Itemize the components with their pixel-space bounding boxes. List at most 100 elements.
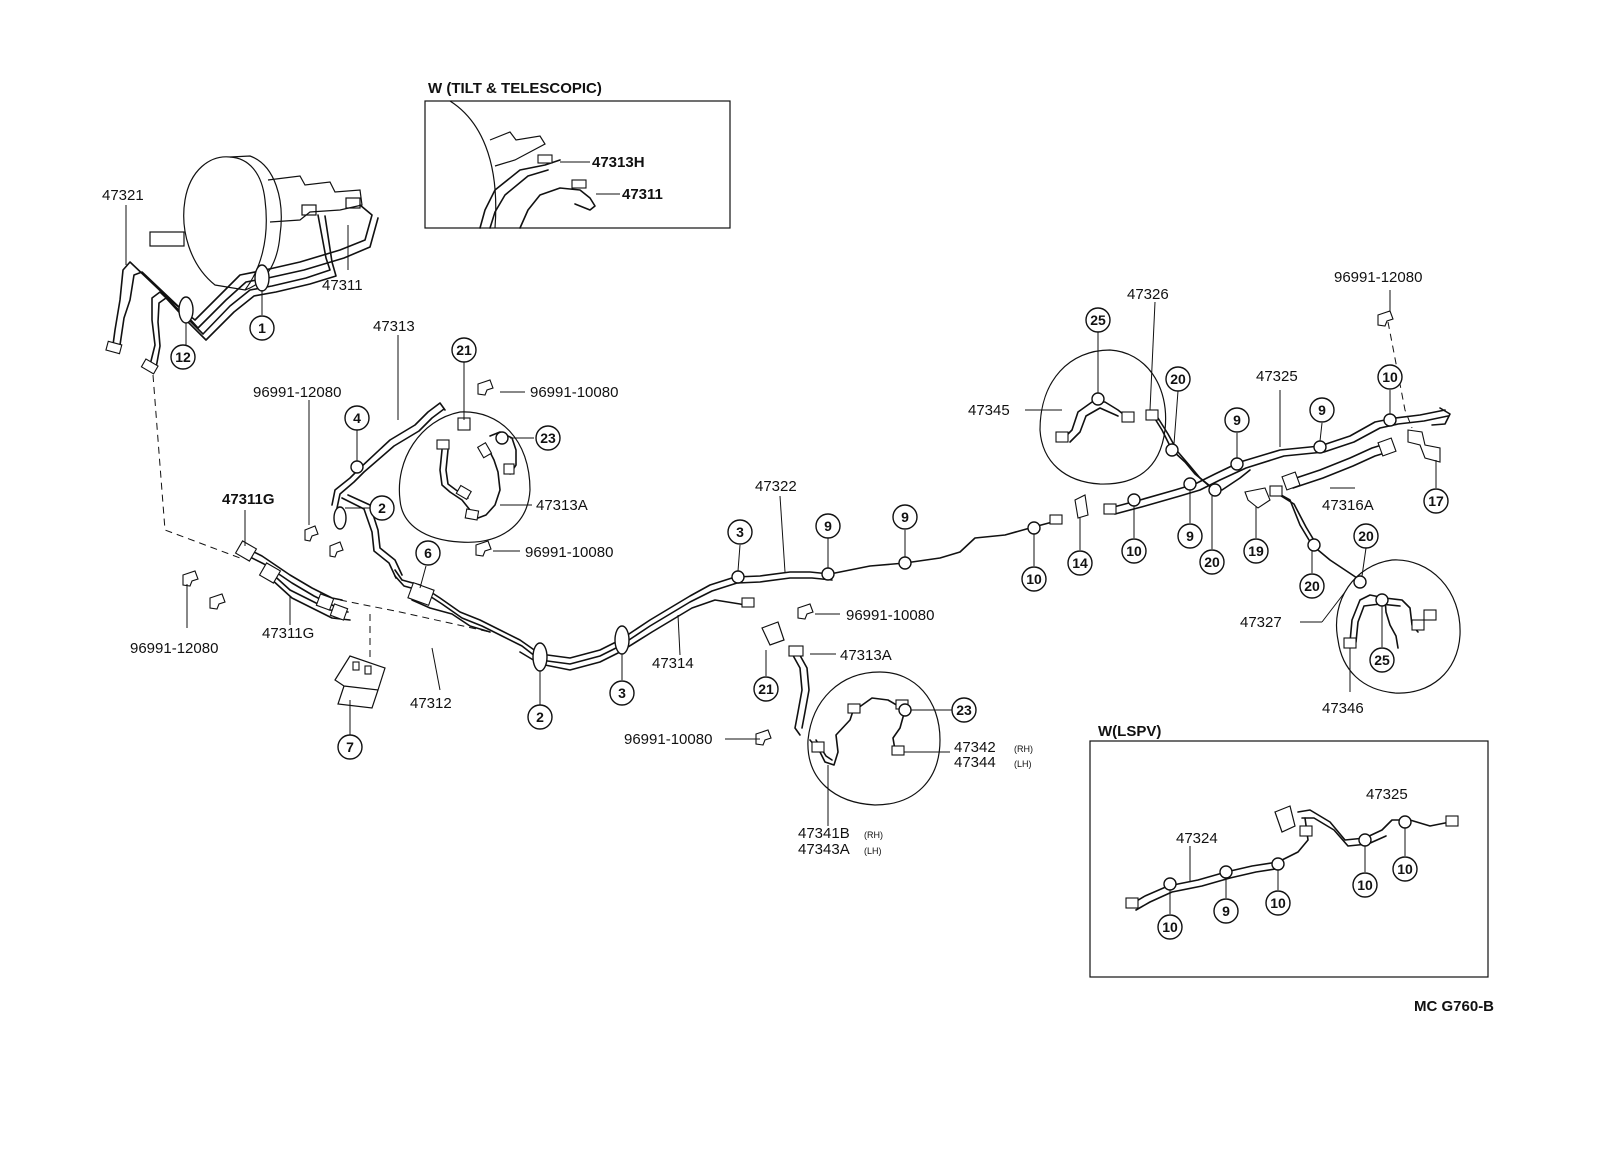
callout-25-lower: 25 (1369, 647, 1395, 673)
callout-19: 19 (1243, 538, 1269, 564)
label-96991-10080-b: 96991-10080 (525, 544, 613, 561)
label-47343A: 47343A (798, 841, 850, 858)
svg-text:20: 20 (1170, 371, 1186, 387)
front-left-wheel-lines (331, 402, 531, 579)
proportioning-valve-bracket (334, 582, 435, 709)
label-47345: 47345 (968, 402, 1010, 419)
svg-text:2: 2 (378, 500, 386, 516)
svg-text:21: 21 (758, 681, 774, 697)
label-47313A-b: 47313A (840, 647, 892, 664)
label-96991-10080-c: 96991-10080 (846, 607, 934, 624)
label-47341B: 47341B (798, 825, 850, 842)
svg-text:10: 10 (1357, 877, 1373, 893)
label-47322: 47322 (755, 478, 797, 495)
callout-14: 14 (1067, 550, 1093, 576)
callout-4: 4 (344, 405, 370, 431)
label-47344-side: (LH) (1014, 759, 1032, 769)
front-pipes-47321 (105, 204, 379, 375)
clips (182, 310, 1441, 746)
label-96991-12080-b: 96991-12080 (130, 640, 218, 657)
callout-10-inset-1: 10 (1157, 914, 1183, 940)
svg-text:21: 21 (456, 342, 472, 358)
callout-10-b: 10 (1121, 538, 1147, 564)
label-47313: 47313 (373, 318, 415, 335)
label-47343A-side: (LH) (864, 846, 882, 856)
svg-text:9: 9 (1222, 903, 1230, 919)
svg-text:10: 10 (1270, 895, 1286, 911)
label-47311-inset: 47311 (622, 186, 663, 203)
label-47346: 47346 (1322, 700, 1364, 717)
svg-text:9: 9 (901, 509, 909, 525)
callout-10-inset-3: 10 (1352, 872, 1378, 898)
callout-9-c: 9 (1224, 407, 1250, 433)
label-47312: 47312 (410, 695, 452, 712)
label-47344: 47344 (954, 754, 996, 771)
svg-text:7: 7 (346, 739, 354, 755)
inset-lspv (1089, 740, 1489, 978)
svg-text:10: 10 (1162, 919, 1178, 935)
callout-3-upper: 3 (727, 519, 753, 545)
label-47327: 47327 (1240, 614, 1282, 631)
callout-23-upper: 23 (535, 425, 561, 451)
svg-text:19: 19 (1248, 543, 1264, 559)
svg-text:10: 10 (1397, 861, 1413, 877)
label-47311G-a: 47311G (222, 491, 275, 508)
callout-1: 1 (249, 315, 275, 341)
callout-3-lower: 3 (609, 680, 635, 706)
label-96991-10080-a: 96991-10080 (530, 384, 618, 401)
svg-text:10: 10 (1382, 369, 1398, 385)
main-pipe-run (394, 514, 1063, 672)
svg-text:14: 14 (1072, 555, 1088, 571)
svg-text:3: 3 (618, 685, 626, 701)
label-47324-inset: 47324 (1176, 830, 1218, 847)
label-47341B-side: (RH) (864, 830, 883, 840)
svg-text:3: 3 (736, 524, 744, 540)
svg-text:20: 20 (1204, 554, 1220, 570)
svg-text:20: 20 (1358, 528, 1374, 544)
inset-lspv-title: W(LSPV) (1098, 723, 1161, 740)
svg-text:6: 6 (424, 545, 432, 561)
callout-20-c: 20 (1353, 523, 1379, 549)
svg-text:4: 4 (353, 410, 361, 426)
svg-text:10: 10 (1026, 571, 1042, 587)
callout-10-c: 10 (1377, 364, 1403, 390)
label-47325: 47325 (1256, 368, 1298, 385)
callout-9-a: 9 (815, 513, 841, 539)
label-96991-10080-d: 96991-10080 (624, 731, 712, 748)
callout-2-lower: 2 (527, 704, 553, 730)
hoses-47311G (234, 540, 351, 621)
callout-12: 12 (170, 344, 196, 370)
svg-text:25: 25 (1090, 312, 1106, 328)
callout-10-inset-4: 10 (1392, 856, 1418, 882)
svg-text:25: 25 (1374, 652, 1390, 668)
callout-9-b: 9 (892, 504, 918, 530)
svg-text:9: 9 (1186, 528, 1194, 544)
svg-text:12: 12 (175, 349, 191, 365)
callout-20-d: 20 (1299, 573, 1325, 599)
joint-dots (350, 392, 1412, 891)
inset-tilt-telescopic (424, 100, 731, 229)
callout-10-a: 10 (1021, 566, 1047, 592)
callout-6: 6 (415, 540, 441, 566)
callout-21-lower: 21 (753, 676, 779, 702)
svg-text:17: 17 (1428, 493, 1444, 509)
callout-7: 7 (337, 734, 363, 760)
label-47311G-b: 47311G (262, 625, 314, 642)
svg-text:1: 1 (258, 320, 266, 336)
callout-23-lower: 23 (951, 697, 977, 723)
label-47342: 47342 (954, 739, 996, 756)
callout-9-inset: 9 (1213, 898, 1239, 924)
callout-numbers: 1 12 4 2 21 23 6 7 2 3 3 9 9 21 23 10 14… (170, 307, 1449, 940)
label-47326: 47326 (1127, 286, 1169, 303)
svg-text:23: 23 (540, 430, 556, 446)
callout-9-d: 9 (1309, 397, 1335, 423)
callout-25-upper: 25 (1085, 307, 1111, 333)
drawing-code: MC G760-B (1414, 998, 1494, 1015)
label-47316A: 47316A (1322, 497, 1374, 514)
svg-text:2: 2 (536, 709, 544, 725)
svg-text:23: 23 (956, 702, 972, 718)
label-47311: 47311 (322, 277, 363, 294)
inset-tilt-title: W (TILT & TELESCOPIC) (428, 80, 602, 97)
callout-20-a: 20 (1165, 366, 1191, 392)
